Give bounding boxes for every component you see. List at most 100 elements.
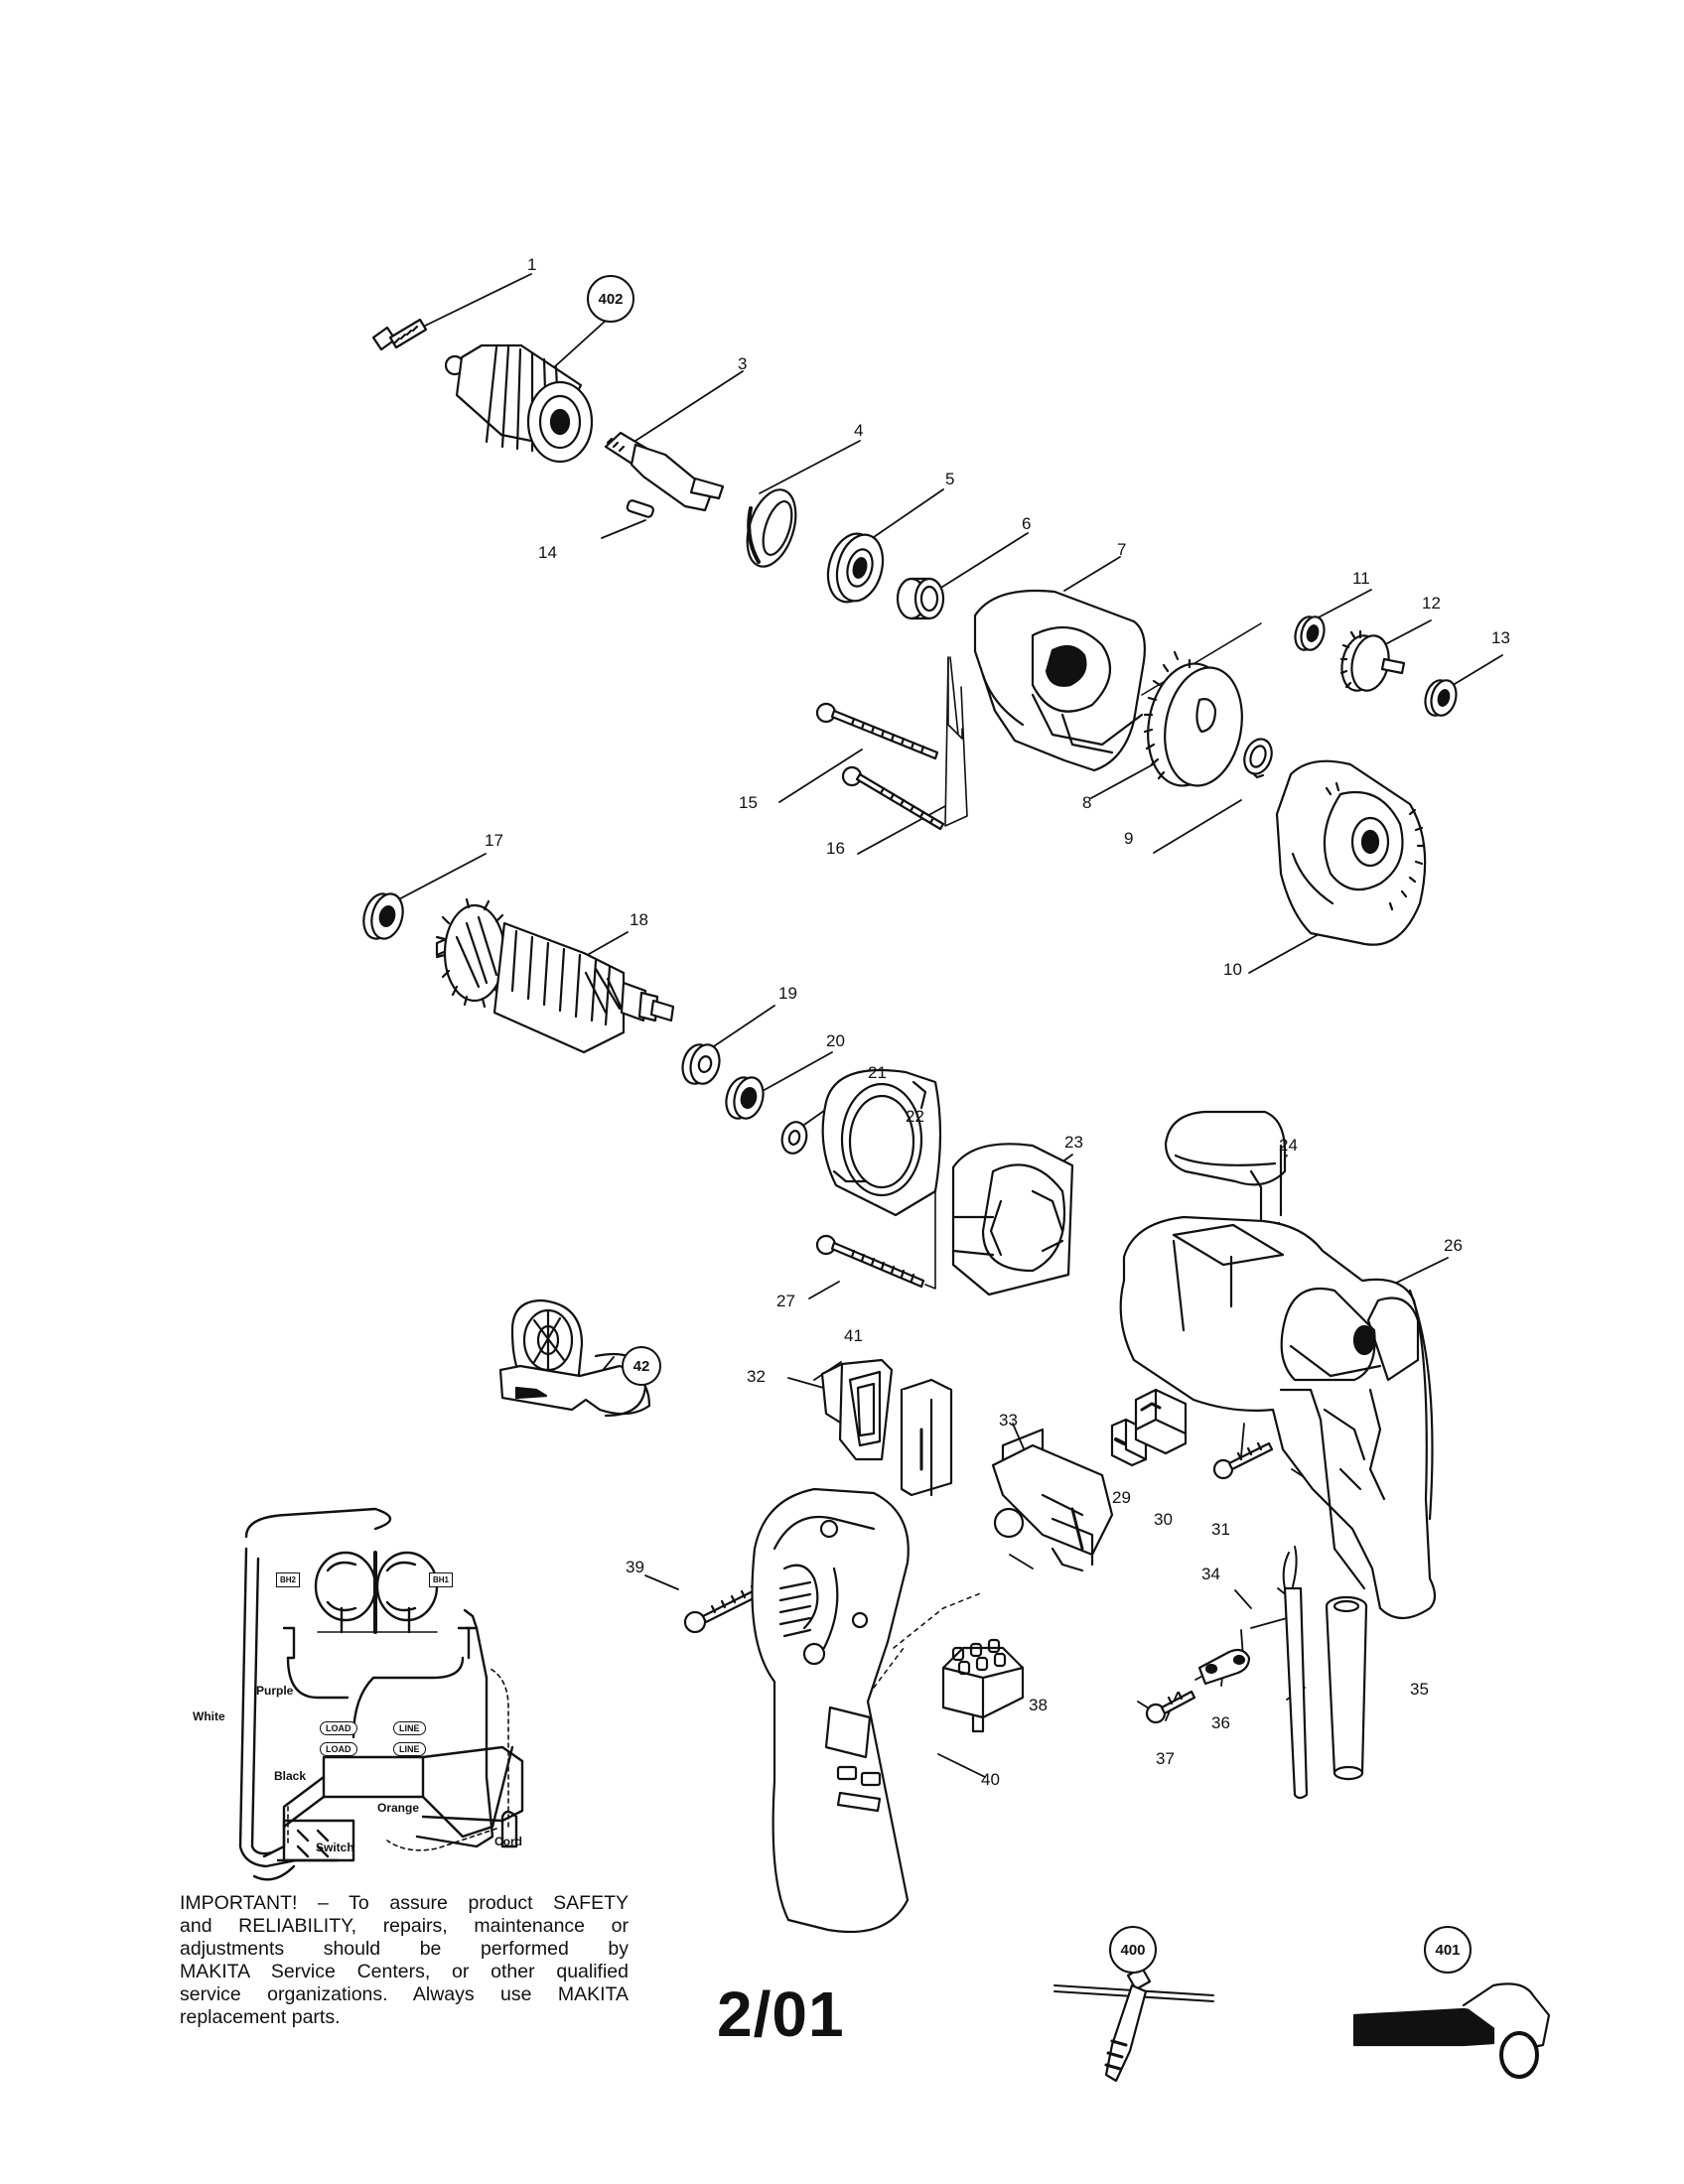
callout-401: 401 [1424,1926,1472,1974]
wire-label-purple: Purple [256,1684,294,1698]
part-39-screw [683,1558,831,1634]
callout-38: 38 [1029,1696,1048,1714]
callout-19: 19 [778,984,797,1003]
part-14-key [626,499,654,518]
callout-37: 37 [1156,1749,1175,1768]
part-33-switch [991,1428,1114,1572]
notice-line: service organizations. Always use MAKITA [180,1983,629,2005]
wire-label-white: White [193,1709,225,1723]
part-4-ring [746,488,797,568]
assembly-link-line-7b [1141,622,1262,696]
part-16-screw [841,765,945,831]
part-35-cord-guard [1325,1595,1368,1781]
callout-400: 400 [1109,1926,1157,1974]
callout-30: 30 [1154,1510,1173,1529]
part-27-screw [815,1188,936,1290]
callout-11: 11 [1352,569,1370,588]
callout-1: 1 [527,255,537,274]
part-7-gear-housing [973,589,1146,772]
part-24-cap [1164,1110,1287,1233]
part-10-cover [1275,759,1427,946]
callout-23: 23 [1064,1133,1083,1152]
label-cord: Cord [494,1835,522,1848]
assembly-link-line-7 [947,656,963,740]
part-38-switch-module [941,1638,1025,1733]
notice-line: MAKITA Service Centers, or other qualifi… [180,1961,629,1982]
part-6-sleeve [896,577,945,620]
part-21-washer [780,1121,808,1155]
callout-36: 36 [1211,1713,1230,1732]
part-20-bearing [725,1076,765,1120]
part-40-handle [751,1487,984,1934]
wire-label-orange: Orange [377,1801,420,1815]
part-36-clamp [1197,1648,1251,1686]
notice-line: IMPORTANT! – To assure product SAFETY [180,1892,629,1914]
brush-terminal-left: BH2 [276,1572,301,1587]
part-23-field [951,1143,1074,1297]
callout-7: 7 [1117,540,1127,559]
callout-15: 15 [739,793,758,812]
assembly-link-line-15 [944,656,968,827]
part-9-circlip [1243,738,1273,779]
callout-33: 33 [999,1411,1018,1430]
part-26-housing [1119,1215,1437,1620]
callout-27: 27 [776,1292,795,1310]
part-34-cord [1282,1546,1309,1800]
callout-21: 21 [868,1063,887,1082]
part-15-screw [815,702,939,760]
part-1-screw [371,318,428,351]
label-switch: Switch [316,1841,354,1854]
callout-31: 31 [1211,1520,1230,1539]
wiring-diagram [238,1507,524,1881]
brush-terminal-right: BH1 [429,1572,454,1587]
callout-18: 18 [630,910,648,929]
callout-5: 5 [945,470,955,488]
callout-16: 16 [826,839,845,858]
callout-8: 8 [1082,793,1092,812]
callout-41: 41 [844,1326,863,1345]
part-400-side-handle-rod [1053,1945,1214,2083]
part-17-bearing [362,892,404,940]
safety-notice: IMPORTANT! – To assure product SAFETY an… [180,1892,629,2029]
callout-29: 29 [1112,1488,1131,1507]
part-12-gear-shaft [1339,629,1406,692]
callout-402: 402 [587,275,634,323]
part-13-bearing [1424,679,1458,717]
callout-24: 24 [1279,1136,1298,1155]
wire-label-black: Black [274,1769,307,1783]
part-401-side-handle [1352,1945,1551,2079]
callout-42: 42 [622,1346,661,1386]
part-5-bearing [826,532,885,604]
terminal-load-top: LOAD [320,1721,357,1735]
callout-10: 10 [1223,960,1242,979]
callout-6: 6 [1022,514,1032,533]
callout-34: 34 [1201,1565,1220,1583]
terminal-line-bottom: LINE [393,1742,426,1756]
callout-9: 9 [1124,829,1134,848]
callout-35: 35 [1410,1680,1429,1699]
part-11-bearing [1294,615,1326,651]
part-8-gear [1143,650,1243,787]
part-22-baffle [821,1068,942,1217]
notice-line: and RELIABILITY, repairs, maintenance or [180,1915,629,1937]
callout-20: 20 [826,1031,845,1050]
part-30-brush-holder [1134,1388,1188,1455]
callout-14: 14 [538,543,557,562]
notice-line: adjustments should be performed by [180,1938,629,1960]
part-31-screw [1212,1441,1274,1480]
callout-32: 32 [747,1367,766,1386]
callout-17: 17 [485,831,503,850]
part-19-washer [681,1043,721,1085]
date-code: 2/01 [717,1979,845,2050]
terminal-line-top: LINE [393,1721,426,1735]
part-3-spindle [604,431,725,512]
part-37-screw [1145,1690,1196,1724]
notice-line: replacement parts. [180,2006,341,2028]
callout-39: 39 [626,1558,644,1576]
callout-22: 22 [906,1107,924,1126]
callout-26: 26 [1444,1236,1463,1255]
callout-40: 40 [981,1770,1000,1789]
part-32-switch-cap [820,1358,894,1461]
